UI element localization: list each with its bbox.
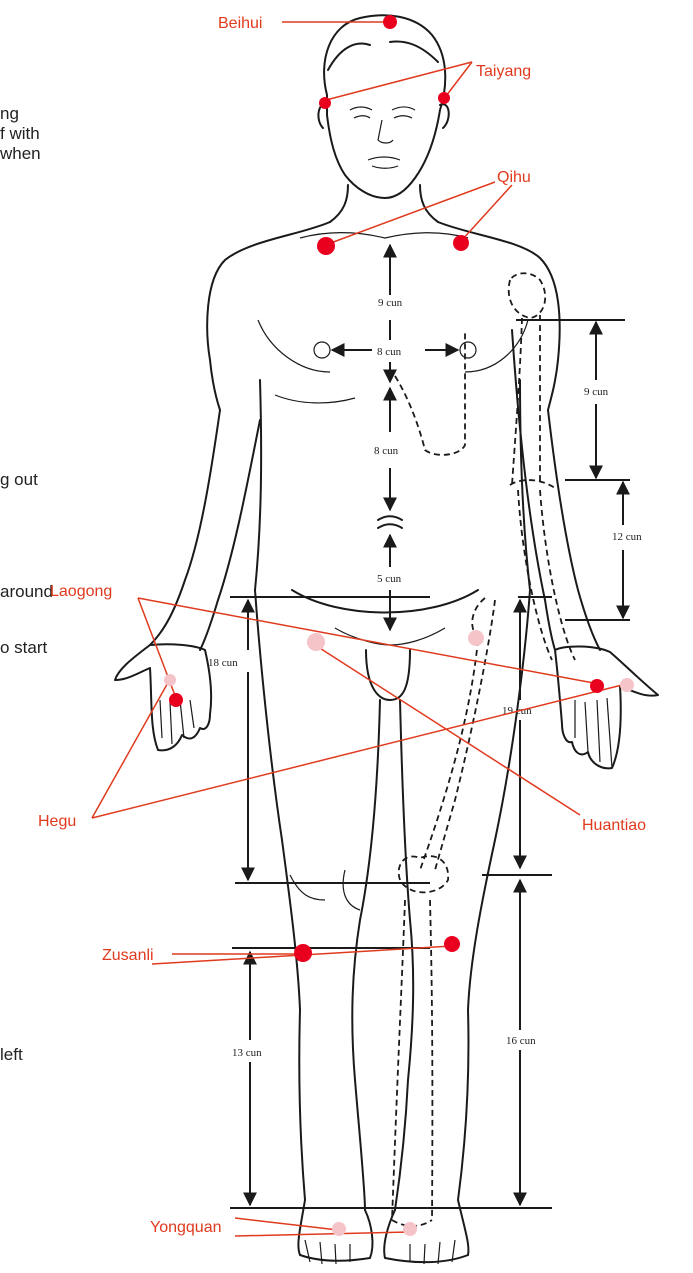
cun-nipples: 8 cun [377,346,402,358]
leader-lines [92,22,626,1236]
taiyang-point-right [438,92,450,104]
cun-forearm: 12 cun [612,531,642,543]
label-laogong: Laogong [50,583,112,600]
huantiao-point-right [468,630,484,646]
cun-abdomen-upper: 8 cun [374,445,399,457]
right-leg-outline [395,590,530,1255]
qihu-point-right [453,235,469,251]
laogong-point-right [590,679,604,693]
label-zusanli: Zusanli [102,947,154,964]
point-labels: Beihui Taiyang Qihu Laogong Hegu Huantia… [38,15,646,1236]
laogong-point-left [169,693,183,707]
body-outline [115,15,658,1264]
left-hand-outline [115,644,211,750]
yongquan-point-right [403,1222,417,1236]
label-beihui: Beihui [218,15,262,32]
cun-abdomen-lower: 5 cun [377,573,402,585]
zusanli-point-right [444,936,460,952]
left-arm-outline [150,410,260,650]
cun-lower-leg-right: 16 cun [506,1035,536,1047]
label-huantiao: Huantiao [582,817,646,834]
label-yongquan: Yongquan [150,1219,222,1236]
cun-chest: 9 cun [378,297,403,309]
cun-upper-arm: 9 cun [584,386,609,398]
left-leg-outline [255,590,380,1255]
yongquan-point-left [332,1222,346,1236]
label-taiyang: Taiyang [476,63,531,80]
qihu-point-left [317,237,335,255]
cun-lower-leg-left: 13 cun [232,1047,262,1059]
huantiao-point-left [307,633,325,651]
zusanli-point-left [294,944,312,962]
label-qihu: Qihu [497,169,531,186]
label-hegu: Hegu [38,813,76,830]
taiyang-point-left [319,97,331,109]
hegu-point-left [164,674,176,686]
hegu-point-right [620,678,634,692]
beihui-point [383,15,397,29]
measurement-lines: 9 cun 8 cun 8 cun 5 cun 9 cun 12 cun 18 … [208,245,642,1208]
skeleton-dashed [392,273,575,1226]
right-hand-outline [555,646,658,768]
cun-thigh-left: 18 cun [208,657,238,669]
head-outline [324,15,445,198]
